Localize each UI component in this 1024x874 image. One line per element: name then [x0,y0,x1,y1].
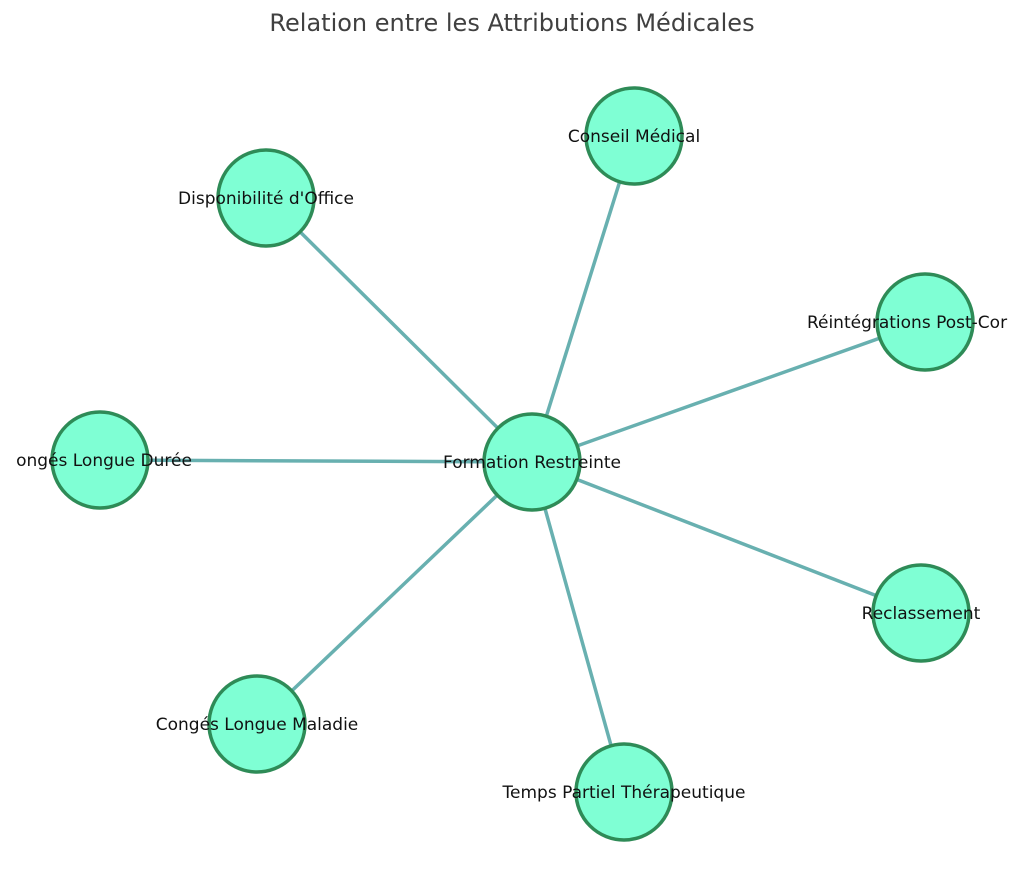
edge-formation-restreinte-to-conseil-medical [530,135,636,463]
node-label-conges-longue-duree: ongés Longue Durée [16,451,192,471]
edge-formation-restreinte-to-conges-longue-duree [99,458,533,464]
node-label-disponibilite-office: Disponibilité d'Office [178,189,354,209]
diagram-title: Relation entre les Attributions Médicale… [269,9,754,37]
node-circle-conges-longue-duree [50,410,150,510]
node-temps-partiel-therapeutique: Temps Partiel Thérapeutique [502,742,746,842]
edges-layer [99,135,926,793]
node-circle-temps-partiel-therapeutique [574,742,674,842]
node-label-reclassement: Reclassement [862,604,981,624]
edge-formation-restreinte-to-reintegrations-post-cor [531,320,926,464]
node-label-conseil-medical: Conseil Médical [568,127,700,147]
node-reclassement: Reclassement [862,563,981,663]
edge-formation-restreinte-to-temps-partiel-therapeutique [530,461,626,793]
node-conseil-medical: Conseil Médical [568,86,700,186]
node-conges-longue-duree: ongés Longue Durée [16,410,192,510]
node-formation-restreinte: Formation Restreinte [443,412,621,512]
nodes-layer: Formation Restreinte Conseil MédicalDispo… [16,86,1007,842]
edge-formation-restreinte-to-conges-longue-maladie [255,460,534,726]
node-conges-longue-maladie: Congés Longue Maladie [156,674,359,774]
node-circle-formation-restreinte [482,412,582,512]
node-label-formation-restreinte: Formation Restreinte [443,453,621,473]
node-circle-conges-longue-maladie [207,674,307,774]
node-circle-reclassement [871,563,971,663]
edge-formation-restreinte-to-disponibilite-office [264,196,534,464]
node-label-reintegrations-post-cor: Réintégrations Post-Cor [807,313,1007,333]
node-label-temps-partiel-therapeutique: Temps Partiel Thérapeutique [502,783,746,803]
node-disponibilite-office: Disponibilité d'Office [178,148,354,248]
node-circle-reintegrations-post-cor [875,272,975,372]
node-label-conges-longue-maladie: Congés Longue Maladie [156,715,359,735]
node-reintegrations-post-cor: Réintégrations Post-Cor [807,272,1007,372]
edge-formation-restreinte-to-reclassement [531,460,922,615]
node-circle-conseil-medical [584,86,684,186]
node-circle-disponibilite-office [216,148,316,248]
